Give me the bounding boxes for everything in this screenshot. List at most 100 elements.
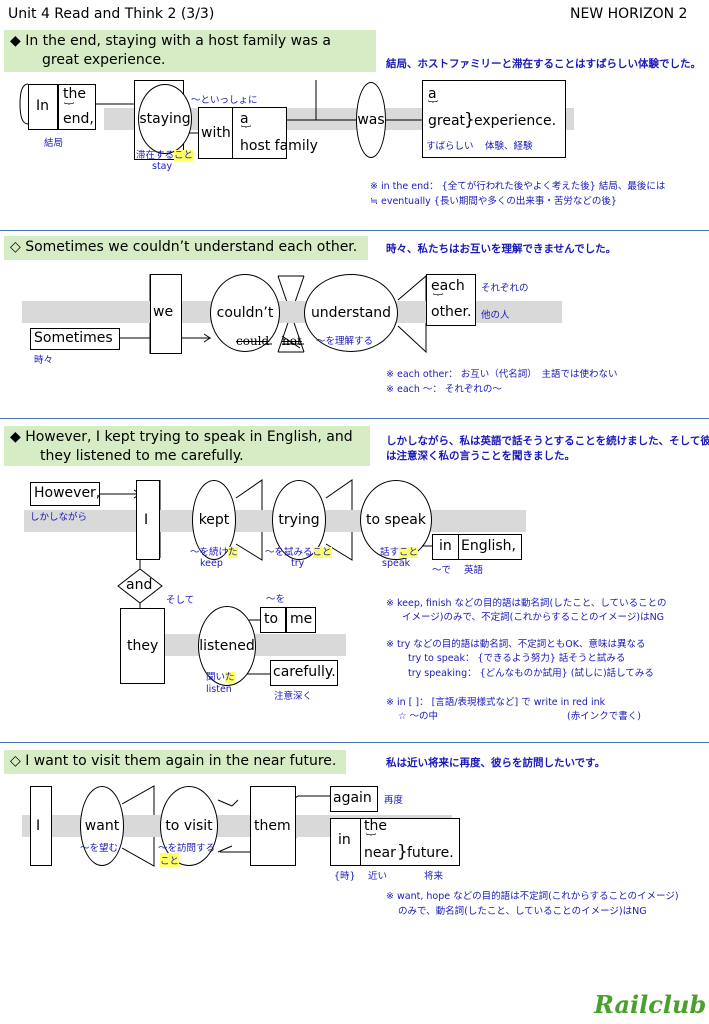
gloss-tokidoki: 時々	[34, 355, 54, 366]
s2-we-box	[150, 274, 182, 354]
word-experience: experience.	[474, 113, 557, 129]
gloss-try: try	[291, 558, 305, 569]
s3-in-box	[432, 534, 460, 560]
word-each: each	[431, 278, 465, 294]
s1-staying-ellipse: staying	[138, 84, 192, 154]
word-english: English,	[461, 538, 517, 554]
gloss-keep: keep	[200, 558, 223, 569]
divider	[360, 818, 361, 866]
gloss-hoka: 他の人	[481, 310, 510, 321]
gloss-kekkyoku: 結局	[44, 138, 64, 149]
word-a: a	[240, 111, 249, 127]
gloss-houmon: ～を訪問する	[158, 843, 216, 854]
word-to: to	[264, 611, 279, 627]
gloss-chikai: 近い	[368, 871, 388, 882]
gloss-eigo: 英語	[464, 565, 484, 576]
sentence-2: ◇ Sometimes we couldn’t understand each …	[4, 236, 368, 260]
s3-i-box	[136, 480, 160, 560]
textbook-name: NEW HORIZON 2	[570, 6, 688, 22]
gloss-nozomu: ～を望む	[80, 843, 119, 854]
s1-with-box	[198, 107, 234, 159]
gloss-shourai: 将来	[424, 871, 444, 882]
word-host-family: host family	[240, 138, 318, 154]
brace-right-icon: }	[464, 110, 475, 130]
word-in: in	[338, 832, 351, 848]
s4-i-box	[30, 786, 52, 866]
word-the: the	[63, 86, 86, 102]
translation-1: 結局、ホストファミリーと滞在することはすばらしい体験でした。	[386, 58, 701, 70]
word-near: near	[364, 845, 396, 861]
section-divider	[0, 418, 709, 419]
word-i: I	[36, 818, 41, 834]
note: ※ try などの目的語は動名詞、不定詞ともOK、意味は異なる	[386, 639, 646, 650]
s3-they-box	[120, 608, 165, 684]
brace-icon: ︸	[428, 101, 438, 112]
gloss-de: ～で	[432, 565, 452, 576]
word-not: not	[282, 334, 302, 348]
s1-was-ellipse: was	[356, 82, 386, 158]
section-divider	[0, 230, 709, 231]
brace-icon: ︸	[241, 126, 251, 137]
s4-to-visit-ellipse: to visit	[160, 786, 218, 866]
word-sometimes: Sometimes	[34, 330, 113, 346]
word-other: other.	[431, 304, 472, 320]
s4-again-box	[330, 786, 378, 812]
note: try to speak： {できるよう努力} 話そうと試みる	[408, 653, 626, 664]
s2-understand-ellipse: understand	[304, 274, 398, 352]
s1-in-box	[28, 84, 58, 130]
brace-right-icon: }	[397, 842, 408, 862]
note: ※ in [ ]： [言語/表現様式など] で write in red ink	[386, 697, 606, 708]
word-and: and	[126, 577, 153, 593]
gloss-keiken: 体験、経験	[485, 141, 533, 152]
s1-the-end-box	[58, 84, 96, 130]
s2-sometimes-box	[30, 328, 120, 350]
gloss-toki: {時}	[334, 871, 356, 882]
translation-2: 時々、私たちはお互いを理解できませんでした。	[386, 243, 617, 255]
word-in: In	[36, 98, 50, 114]
note: イメージ)のみで、不定詞(これからすることのイメージ)はNG	[402, 612, 665, 623]
word-future: future.	[407, 845, 454, 861]
s1-complement-box	[422, 80, 566, 158]
s2-each-other-box	[426, 274, 476, 326]
s4-future-box	[330, 818, 460, 866]
word-a2: a	[428, 86, 437, 102]
s3-to-speak-ellipse: to speak	[360, 480, 432, 560]
gloss-shikashi: しかしながら	[30, 512, 88, 523]
sentence-4: ◇ I want to visit them again in the near…	[4, 750, 346, 774]
s4-want-ellipse: want	[80, 786, 124, 866]
note: ≒ eventually {長い期間や多くの出来事・苦労などの後}	[370, 196, 617, 207]
gloss-sorezore: それぞれの	[481, 283, 529, 294]
gloss-kii: 聞いた	[206, 672, 235, 683]
word-carefully: carefully.	[273, 664, 336, 680]
word-them: them	[254, 818, 291, 834]
note: のみで、動名詞(したこと、していることのイメージ)はNG	[398, 906, 647, 917]
note: ※ each other： お互い（代名詞） 主語では使わない	[386, 369, 618, 380]
s3-to-box	[260, 607, 286, 633]
word-i: I	[144, 512, 149, 528]
railclub-logo: Railclub	[594, 990, 707, 1019]
gloss-soshite: そして	[166, 595, 195, 606]
gloss-hanasu: 話すこと	[380, 547, 419, 558]
gloss-listen: listen	[206, 684, 232, 695]
s3-english-box	[458, 534, 522, 560]
gloss-koto: こと	[160, 853, 180, 867]
note: ※ keep, finish などの目的語は動名詞(したこと、していることの	[386, 598, 667, 609]
word-the: the	[364, 818, 387, 834]
gloss-issho: ～といっしょに	[191, 95, 258, 106]
gloss-taizai: 滞在すること	[136, 150, 194, 161]
s3-me-box	[286, 607, 316, 633]
gloss-stay: stay	[152, 161, 173, 172]
brace-icon: ︸	[64, 103, 74, 114]
s4-them-box	[250, 786, 296, 866]
gloss-saido: 再度	[384, 795, 404, 806]
s3-trying-ellipse: trying	[272, 480, 326, 560]
gloss-speak: speak	[382, 558, 411, 569]
section-divider	[0, 742, 709, 743]
word-again: again	[333, 790, 372, 806]
word-with: with	[201, 125, 231, 141]
s2-couldnt-ellipse: couldn’t	[210, 274, 280, 352]
gloss-subarashii: すばらしい	[426, 141, 474, 152]
gloss-tsuzuke: ～を続けた	[190, 547, 238, 558]
word-we: we	[153, 304, 174, 320]
word-great: great	[428, 113, 466, 129]
